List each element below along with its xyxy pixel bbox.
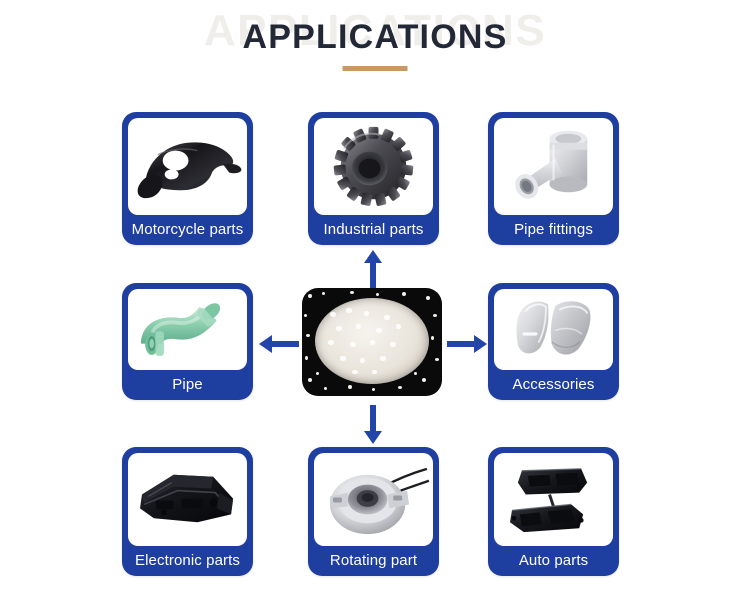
card-image-black-electronic-housing (128, 453, 247, 546)
granule (340, 356, 346, 361)
arrow-up-glyph (364, 250, 382, 288)
card-label-rotating-part: Rotating part (329, 552, 418, 569)
card-label-industrial-parts: Industrial parts (323, 221, 424, 238)
granule (360, 358, 365, 363)
card-image-pvc-elbow-fitting (494, 118, 613, 215)
card-pipe[interactable]: Pipe (122, 283, 253, 400)
granule (352, 370, 358, 374)
card-image-metal-gear (314, 118, 433, 215)
card-pipe-fittings[interactable]: Pipe fittings (488, 112, 619, 245)
granule-speck (322, 292, 325, 295)
granule-speck (376, 293, 379, 296)
granule (364, 311, 369, 316)
rotating-part-icon (329, 467, 430, 535)
granule-speck (308, 378, 312, 382)
granule (370, 340, 375, 345)
granule-speck (350, 291, 354, 294)
arrow-right-icon (446, 333, 488, 355)
card-motorcycle-parts[interactable]: Motorcycle parts (122, 112, 253, 245)
arrow-left-icon (258, 333, 300, 355)
card-industrial-parts[interactable]: Industrial parts (308, 112, 439, 245)
granule-speck (398, 386, 402, 389)
card-image-metal-rotor-with-wires (314, 453, 433, 546)
granule (336, 326, 342, 331)
page-title-watermark: APPLICATIONS (203, 6, 547, 55)
card-image-green-ppr-pipe-bend (128, 289, 247, 370)
granule-speck (431, 336, 434, 340)
granule-speck (422, 378, 426, 382)
granule-speck (308, 294, 312, 298)
card-label-pipe: Pipe (172, 376, 203, 393)
card-image-motorcycle-fairing-part (128, 118, 247, 215)
granule (390, 342, 396, 347)
accessory-cover-icon (516, 301, 591, 355)
granule-speck (348, 385, 352, 389)
electronic-part-icon (140, 474, 234, 523)
granule (376, 328, 382, 333)
center-granules-tile (302, 288, 442, 396)
granule-speck (306, 334, 310, 337)
arrow-left-glyph (259, 335, 299, 353)
page-title: APPLICATIONS (242, 18, 508, 56)
arrow-right-glyph (447, 335, 487, 353)
granule (372, 370, 377, 374)
granule (350, 342, 356, 347)
granule (346, 308, 352, 313)
card-label-electronic-parts: Electronic parts (135, 552, 240, 569)
card-image-grey-plastic-cover (494, 289, 613, 370)
card-label-auto-parts: Auto parts (518, 552, 589, 569)
granule-speck (305, 356, 308, 360)
granule (330, 312, 336, 317)
card-rotating-part[interactable]: Rotating part (308, 447, 439, 576)
granule-speck (402, 292, 406, 296)
granule-speck (435, 358, 439, 361)
granule-speck (324, 387, 327, 390)
arrow-down-glyph (364, 405, 382, 444)
page-title-block: APPLICATIONS APPLICATIONS (0, 4, 750, 82)
pipe-icon (140, 303, 221, 356)
granule-speck (426, 296, 430, 300)
motorcycle-part-icon (137, 142, 242, 199)
pipe-fitting-icon (515, 130, 588, 199)
card-label-motorcycle-parts: Motorcycle parts (131, 221, 244, 238)
granule-speck (316, 372, 319, 375)
card-electronic-parts[interactable]: Electronic parts (122, 447, 253, 576)
title-underline-rule (342, 66, 408, 71)
granule-speck (304, 314, 307, 317)
card-image-black-auto-frame-parts (494, 453, 613, 546)
auto-part-icon (509, 468, 588, 533)
card-label-accessories: Accessories (512, 376, 595, 393)
granule-speck (414, 372, 417, 375)
granule-speck (433, 314, 437, 317)
granule-speck (372, 388, 375, 391)
granule (328, 340, 334, 345)
arrow-up-icon (362, 249, 384, 289)
gear-icon (333, 126, 414, 206)
granule (356, 324, 361, 329)
card-auto-parts[interactable]: Auto parts (488, 447, 619, 576)
granule (396, 324, 401, 329)
card-accessories[interactable]: Accessories (488, 283, 619, 400)
card-label-pipe-fittings: Pipe fittings (514, 221, 593, 238)
granule (380, 356, 386, 361)
arrow-down-icon (362, 403, 384, 445)
granule (384, 315, 390, 320)
